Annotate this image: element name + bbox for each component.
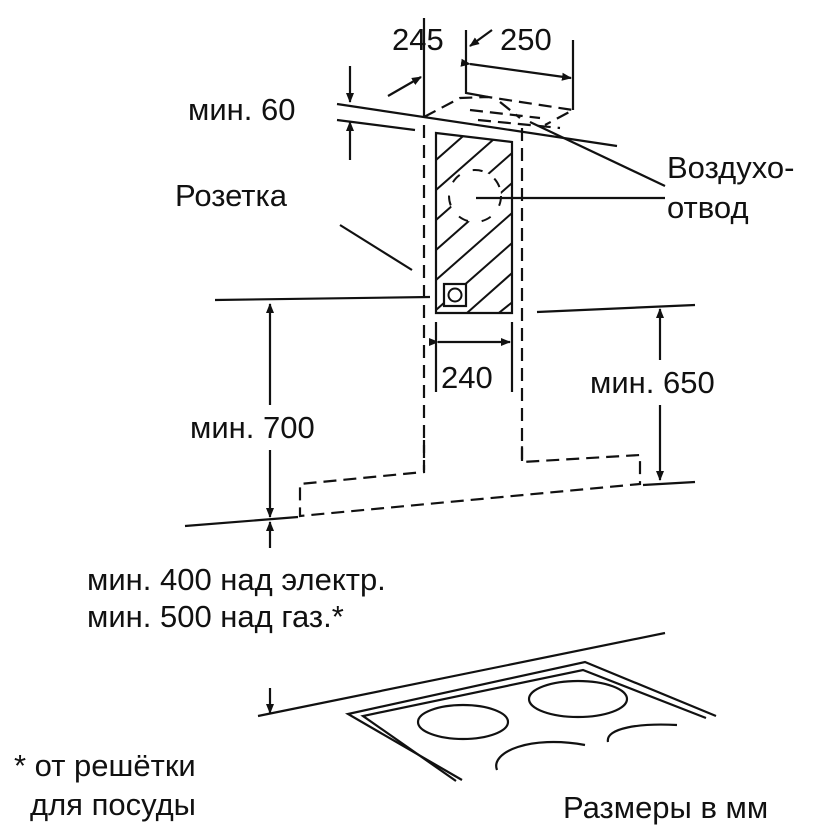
clearance-gas-label: мин. 500 над газ.*	[87, 599, 344, 634]
dim-250-label: 250	[500, 22, 552, 57]
dim-240-label: 240	[441, 360, 493, 395]
min-60-label: мин. 60	[188, 92, 295, 127]
air-outlet-label-line2: отвод	[667, 190, 749, 225]
min-650-label: мин. 650	[590, 365, 715, 400]
air-outlet-circle	[448, 169, 502, 223]
duct-outline	[423, 95, 577, 130]
footnote-line2: для посуды	[30, 787, 196, 822]
clearance-electric-label: мин. 400 над электр.	[87, 562, 386, 597]
dim-250	[460, 29, 575, 110]
cooktop	[257, 631, 717, 782]
dim-245-label: 245	[392, 22, 444, 57]
installation-zone-hatched	[434, 131, 514, 315]
leader-lines	[214, 121, 696, 314]
dim-245	[387, 18, 426, 117]
hood-outline	[184, 440, 696, 528]
min-700-label: мин. 700	[190, 410, 315, 445]
socket-icon	[442, 282, 468, 308]
units-note: Размеры в мм	[563, 790, 768, 825]
socket-label: Розетка	[175, 178, 288, 213]
dim-240	[429, 322, 514, 392]
air-outlet-label-line1: Воздухо-	[667, 150, 794, 185]
footnote-line1: * от решётки	[14, 748, 196, 783]
